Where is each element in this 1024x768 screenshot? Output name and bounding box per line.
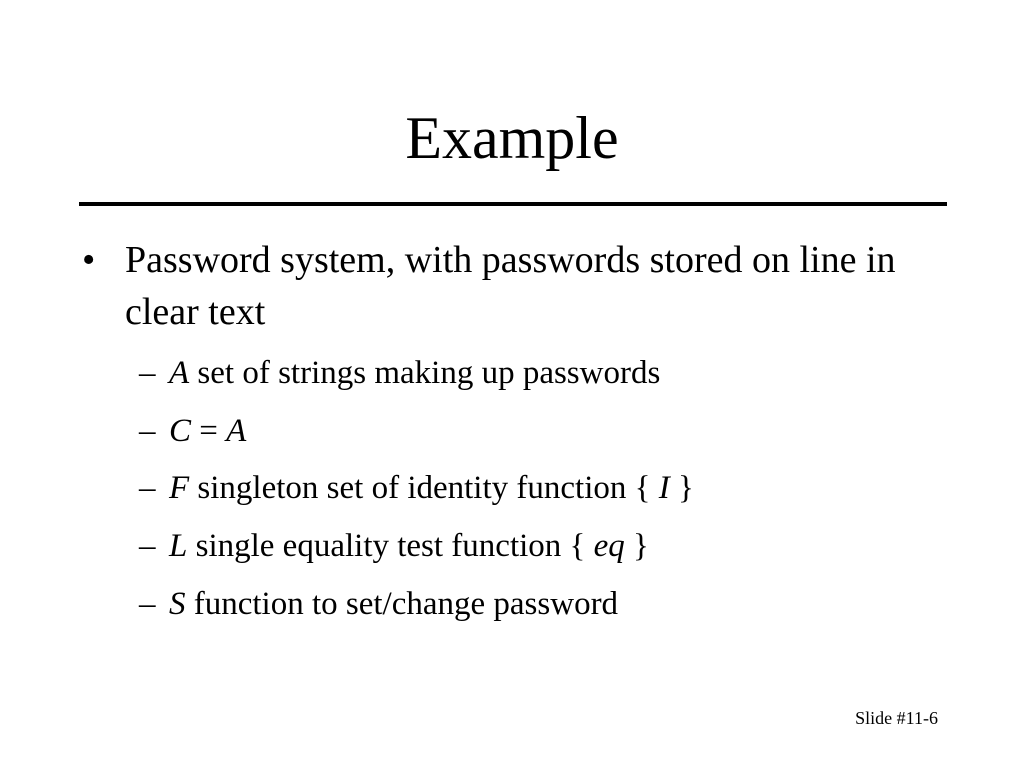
subpoint-symbol: C: [169, 413, 192, 449]
subpoint-a: –A set of strings making up passwords: [139, 353, 939, 393]
subpoint-symbol-2: I: [658, 470, 670, 506]
subpoint-text: set of strings making up passwords: [189, 355, 661, 391]
subpoint-dash: –: [139, 355, 156, 391]
subpoint-text: single equality test function {: [187, 528, 594, 564]
subpoint-text-2: }: [624, 528, 649, 564]
subpoint-symbol: A: [169, 355, 190, 391]
subpoint-symbol-2: A: [226, 413, 247, 449]
subpoint-text-2: }: [669, 470, 694, 506]
subpoint-symbol: S: [169, 586, 186, 622]
subpoint-f: –F singleton set of identity function { …: [139, 468, 939, 508]
subpoint-text: function to set/change password: [185, 586, 619, 622]
subpoint-dash: –: [139, 586, 156, 622]
subpoint-text: singleton set of identity function {: [189, 470, 659, 506]
subpoint-l: –L single equality test function { eq }: [139, 526, 939, 566]
slide-number: Slide #11-6: [855, 708, 938, 728]
subpoint-dash: –: [139, 413, 156, 449]
subpoint-text: =: [191, 413, 227, 449]
subpoint-symbol: L: [169, 528, 188, 564]
subpoint-symbol: F: [169, 470, 190, 506]
bullet-text: Password system, with passwords stored o…: [125, 239, 896, 333]
subpoint-dash: –: [139, 528, 156, 564]
title-divider: [79, 202, 947, 206]
slide-title: Example: [405, 105, 619, 171]
subpoint-symbol-2: eq: [593, 528, 625, 564]
subpoint-dash: –: [139, 470, 156, 506]
subpoint-c: –C = A: [139, 411, 939, 451]
bullet-marker: •: [82, 239, 96, 281]
subpoint-s: –S function to set/change password: [139, 584, 939, 624]
